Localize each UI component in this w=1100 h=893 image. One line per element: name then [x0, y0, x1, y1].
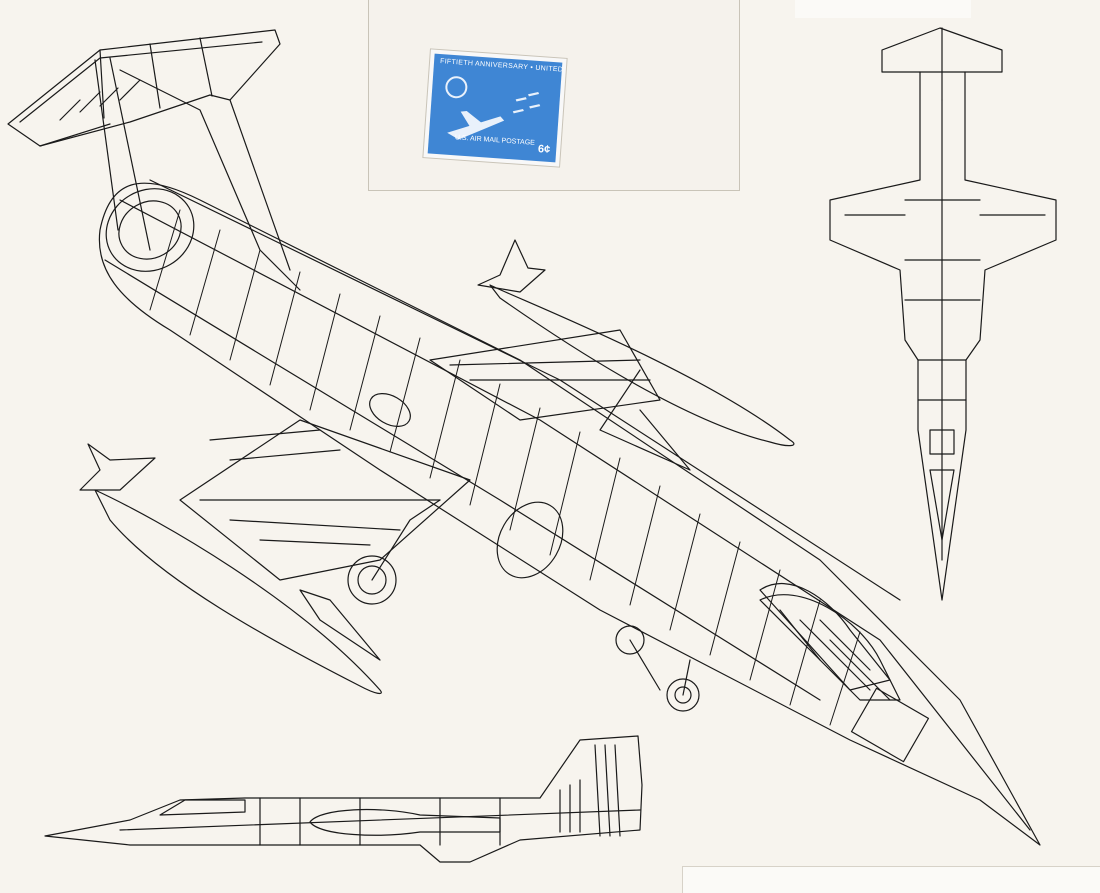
paper-strip	[795, 0, 971, 18]
left-tip-tank	[94, 489, 382, 695]
cockpit	[759, 582, 930, 763]
right-wing	[429, 239, 795, 471]
left-wing	[79, 419, 471, 695]
landing-gear	[347, 499, 700, 712]
stamp-mount-card: FIFTIETH ANNIVERSARY • UNITED STATES AIR…	[368, 0, 740, 191]
postage-stamp: FIFTIETH ANNIVERSARY • UNITED STATES AIR…	[427, 53, 563, 163]
top-plan-view	[829, 27, 1057, 601]
right-tip-tank	[489, 284, 795, 447]
side-elevation-view	[44, 735, 643, 863]
fuselage	[98, 179, 1041, 846]
stamp-jets-illustration	[445, 76, 541, 140]
paper-strip	[682, 866, 1100, 893]
tail-assembly	[7, 29, 301, 291]
